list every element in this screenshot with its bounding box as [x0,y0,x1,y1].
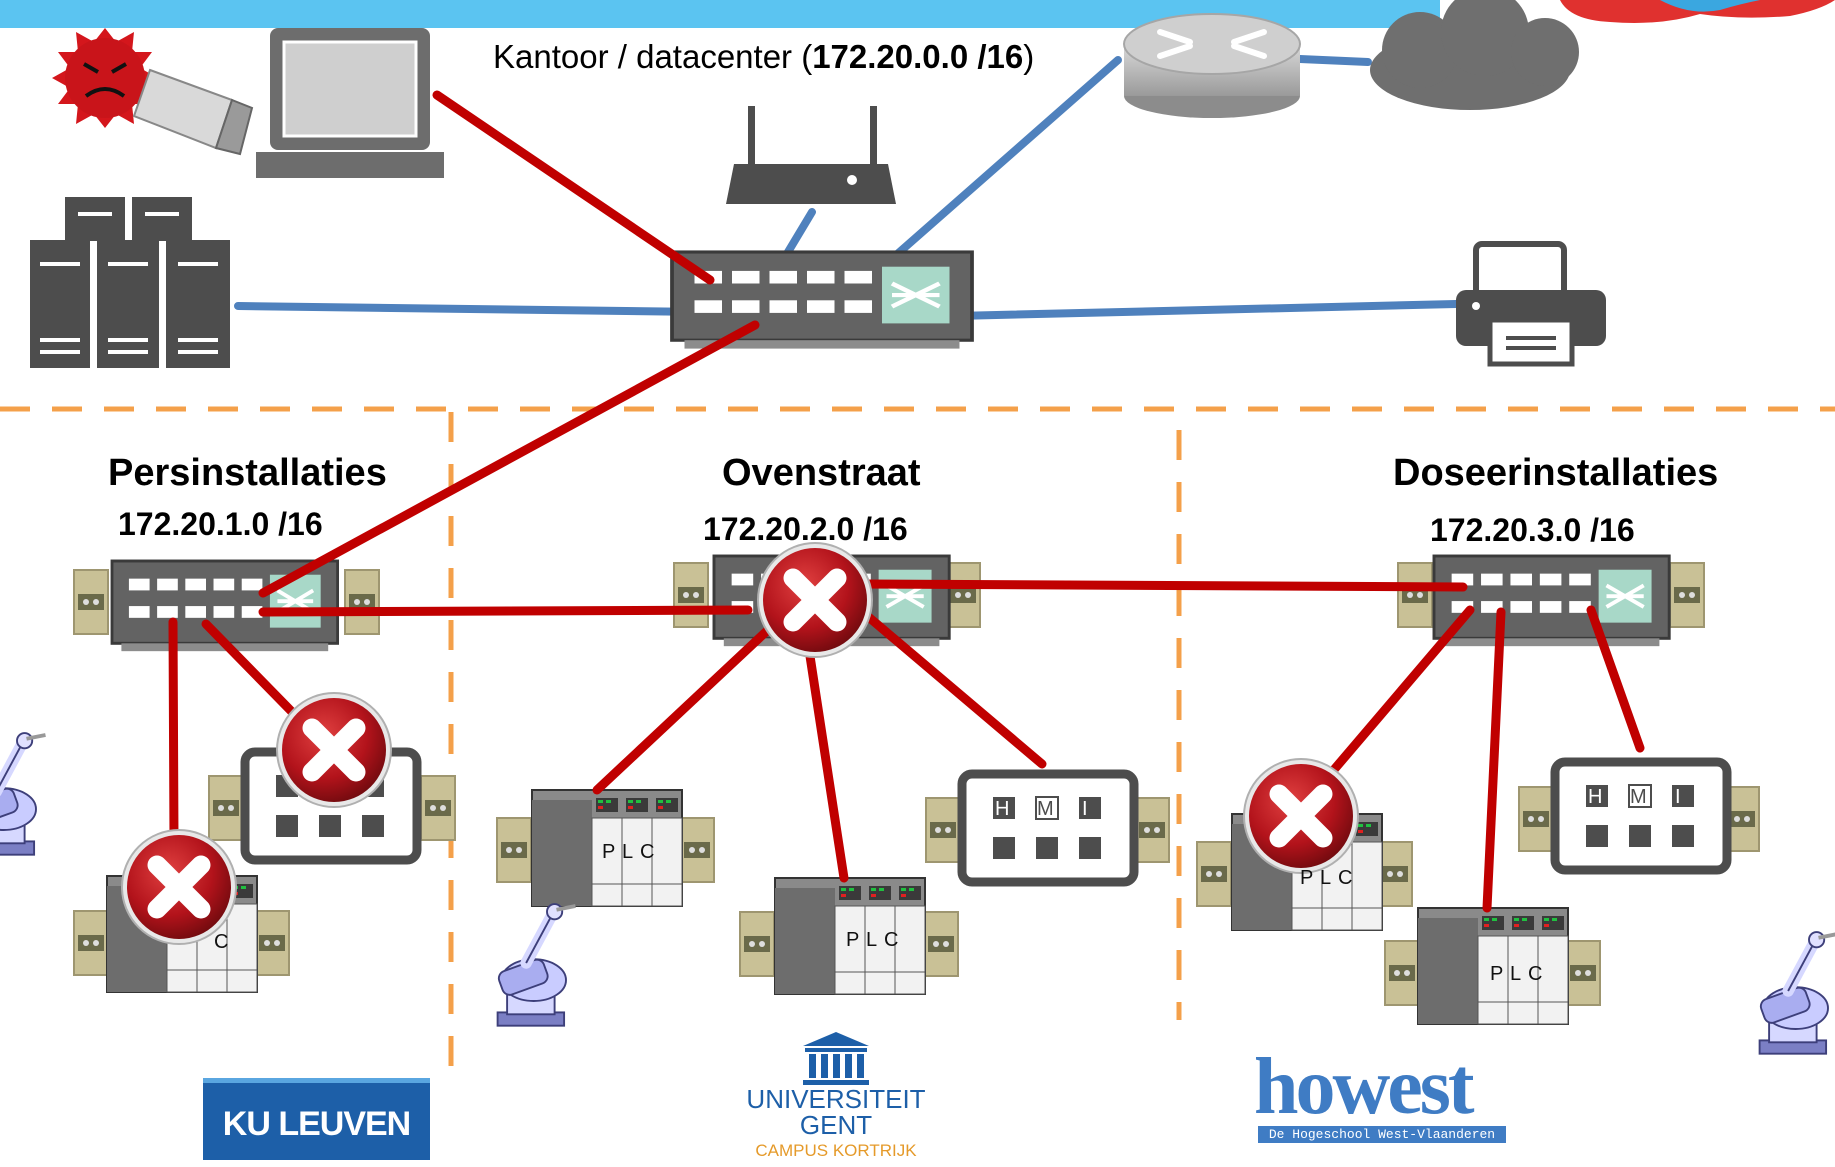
svg-text:P: P [846,929,859,951]
ku-leuven-logo: KU LEUVEN [203,1078,430,1160]
corner-logo-fragment [1560,0,1835,23]
svg-text:P: P [1490,963,1503,985]
svg-text:C: C [214,931,228,953]
error-marker-plc-doseer [1244,759,1358,873]
error-marker-plc-persinstallaties [122,830,236,944]
persinstallaties-switch [73,559,380,654]
ugent-line-2: GENT [799,1110,873,1140]
hmi-label-h: H [995,798,1009,820]
server-rack-icon [30,197,230,368]
hmi-label-m: M [1037,798,1054,820]
robot-arm-right [1759,932,1835,1054]
zone-name-ovenstraat: Ovenstraat [722,452,921,494]
svg-text:C: C [884,929,898,951]
zone-name-persinstallaties: Persinstallaties [108,452,387,494]
hmi-label-i: I [1082,798,1088,820]
ugent-campus: CAMPUS KORTRIJK [755,1141,917,1160]
svg-text:C: C [1338,867,1352,889]
error-marker-core-switch [758,543,872,657]
laptop-icon [256,28,444,178]
svg-text:P: P [1300,867,1313,889]
office-subnet: 172.20.0.0 /16 [812,38,1024,75]
doseer-switch [1397,554,1705,649]
robot-arm-center [497,904,576,1026]
zone-name-doseerinstallaties: Doseerinstallaties [1393,452,1719,494]
plc-label-l: L [622,841,633,863]
svg-text:I: I [1675,786,1681,808]
ugent-building-icon [803,1032,869,1085]
zone-subnet-doseerinstallaties: 172.20.3.0 /16 [1430,512,1635,548]
wifi-access-point-icon [726,106,896,204]
zone-subnet-persinstallaties: 172.20.1.0 /16 [118,506,323,542]
ugent-logo: UNIVERSITEIT GENT CAMPUS KORTRIJK [736,1030,936,1164]
router-icon [1123,13,1301,118]
svg-text:H: H [1588,786,1602,808]
svg-text:M: M [1630,786,1647,808]
howest-logo: howest De Hogeschool West-Vlaanderen [1252,1043,1506,1145]
svg-text:L: L [1320,867,1331,889]
svg-text:C: C [1528,963,1542,985]
hmi-doseer [1518,762,1760,870]
office-core-switch [672,252,972,349]
hmi-ovenstraat [925,774,1170,882]
svg-text:L: L [1510,963,1521,985]
cloud-internet-icon [1370,0,1579,110]
svg-text:L: L [866,929,877,951]
robot-arm-left [0,733,46,855]
office-network-label: Kantoor / datacenter (172.20.0.0 /16) [493,38,1035,75]
error-marker-hmi-persinstallaties [277,693,391,807]
plc-label-p: P [602,841,615,863]
malware-usb-icon [52,28,254,156]
plc-label-c: C [640,841,654,863]
howest-name: howest [1254,1043,1475,1131]
printer-icon [1456,241,1606,367]
red-links [168,90,1645,913]
zone-subnet-ovenstraat: 172.20.2.0 /16 [703,511,908,547]
howest-tagline: De Hogeschool West-Vlaanderen [1258,1126,1506,1143]
ugent-line-1: UNIVERSITEIT [746,1084,926,1114]
